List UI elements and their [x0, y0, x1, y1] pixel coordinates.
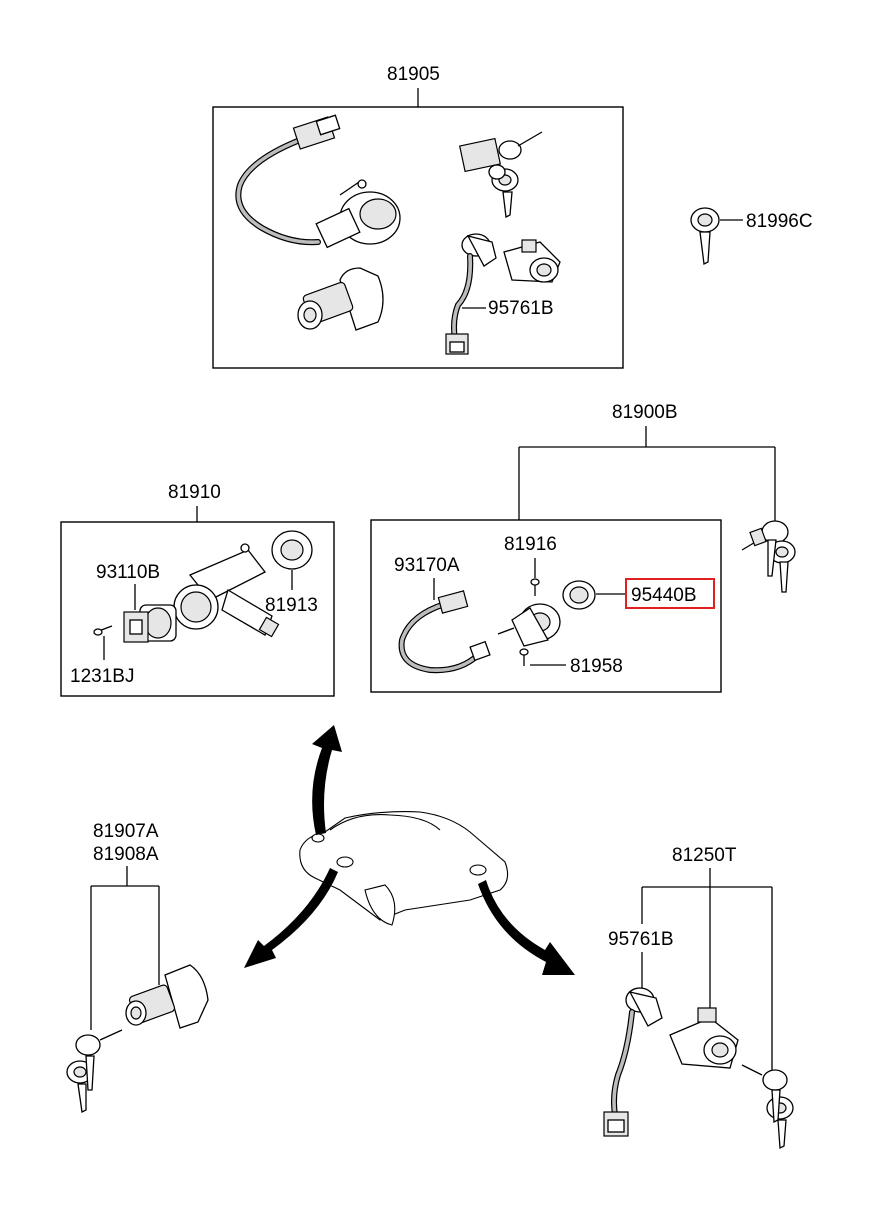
key-pair-81250T — [741, 1064, 794, 1150]
label-81913: 81913 — [265, 595, 318, 616]
label-81910: 81910 — [168, 482, 221, 503]
label-95761B-bottom: 95761B — [608, 929, 674, 950]
group-81900B: 81900B — [518, 402, 796, 593]
arrow-left — [244, 868, 338, 968]
label-93170A: 93170A — [394, 555, 460, 576]
ignition-switch-81900B — [497, 603, 561, 647]
label-81996C: 81996C — [746, 211, 813, 232]
label-81250T: 81250T — [672, 845, 737, 866]
key-pair-81900B — [741, 520, 796, 593]
group-81900B-box: 93170A 81916 95440B — [370, 519, 722, 693]
key-set-81905 — [458, 131, 543, 218]
group-81907A-81908A: 81907A 81908A — [66, 821, 209, 1113]
harness-93170A — [398, 590, 491, 674]
lock-cylinder-housing — [297, 267, 384, 331]
screw-81958 — [519, 648, 529, 666]
label-81908A: 81908A — [93, 844, 159, 865]
screw-1231BJ — [93, 625, 113, 636]
box-81905 — [212, 106, 624, 369]
ignition-harness — [235, 114, 341, 246]
key-pair-81907A — [66, 1029, 123, 1113]
steering-lock-body — [188, 543, 280, 638]
screw-81916 — [530, 578, 540, 596]
highlight-95440B — [625, 578, 715, 609]
group-81250T: 81250T 95761B — [603, 845, 794, 1150]
car-illustration — [299, 811, 509, 926]
label-95761B-top: 95761B — [488, 298, 554, 319]
label-95440B: 95440B — [631, 585, 697, 606]
door-lock-81250T — [669, 1007, 739, 1069]
group-81996C: 81996C — [690, 207, 813, 265]
label-81905: 81905 — [387, 64, 440, 85]
arrow-up — [312, 725, 342, 835]
label-81958: 81958 — [570, 656, 623, 677]
label-81900B: 81900B — [612, 402, 678, 423]
label-81916: 81916 — [504, 534, 557, 555]
arrow-right — [478, 880, 575, 975]
group-81910: 81910 93110B 81913 1 — [60, 482, 335, 697]
box-81900B — [370, 519, 722, 693]
label-81907A: 81907A — [93, 821, 159, 842]
group-81905: 81905 — [212, 64, 624, 369]
box-81910 — [60, 521, 335, 697]
key-illumination-95761B — [445, 233, 497, 355]
label-1231BJ: 1231BJ — [70, 666, 134, 687]
label-93110B: 93110B — [96, 562, 160, 583]
trunk-lock-cylinder — [125, 964, 209, 1029]
lock-cylinder-93110B — [123, 604, 177, 643]
door-lock-cylinder — [503, 239, 561, 283]
ignition-switch-body — [315, 179, 401, 249]
key-illumination-bottom — [603, 987, 663, 1137]
